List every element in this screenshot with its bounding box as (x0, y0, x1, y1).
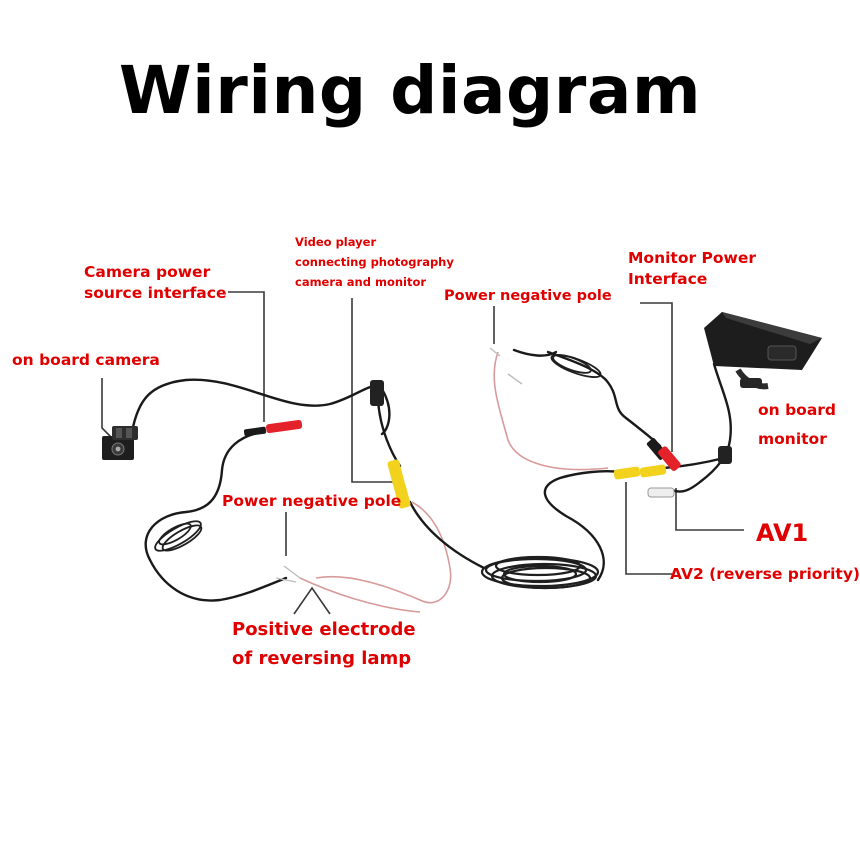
monitor-power-label: Monitor Power Interface (628, 249, 757, 288)
leader-on-board-camera (101, 378, 113, 439)
yellow-rca-connector-left (387, 459, 411, 509)
av2-label: AV2 (reverse priority) (670, 565, 860, 583)
small-coil-left (154, 520, 203, 552)
monitor-power-cable (546, 350, 662, 448)
cable-coil (480, 555, 600, 590)
leader-av2 (625, 482, 672, 575)
red-wires (299, 351, 609, 613)
on-board-monitor-label: on board monitor (758, 401, 837, 448)
monitor-harness-junction (718, 446, 732, 464)
main-cable-to-loop (408, 500, 486, 570)
main-cable-from-loop (543, 470, 622, 582)
monitor-cable (670, 362, 732, 493)
power-negative-pole-bottom-label: Power negative pole (222, 492, 402, 510)
leader-camera-power (228, 291, 265, 422)
positive-electrode-label: Positive electrode of reversing lamp (232, 619, 416, 669)
leader-positive-electrode (293, 586, 331, 615)
video-player-label: Video player connecting photography came… (295, 235, 454, 290)
camera-power-connector (243, 419, 303, 437)
camera-device (102, 426, 138, 460)
av1-label: AV1 (756, 519, 809, 547)
power-branch (144, 430, 288, 602)
leader-lines (101, 291, 744, 615)
white-av2-connector (647, 487, 675, 498)
leader-video-player (351, 298, 394, 483)
reverse-lamp-wire (315, 501, 452, 604)
reverse-lamp-wire-tail (299, 577, 421, 613)
monitor-power-ground (512, 348, 558, 357)
monitor-device (704, 312, 822, 390)
leader-av1 (675, 488, 744, 531)
camera-cable (130, 378, 378, 434)
inline-joint-connector (370, 380, 384, 406)
small-coil-right (550, 354, 602, 378)
leader-monitor-power (640, 302, 673, 452)
monitor-power-connector (646, 438, 681, 471)
power-negative-pole-top-label: Power negative pole (444, 288, 612, 304)
bare-wire-ends (275, 347, 523, 583)
on-board-camera-label: on board camera (12, 351, 160, 369)
camera-power-label: Camera power source interface (84, 263, 227, 302)
yellow-rca-connector-right (613, 464, 667, 480)
page-title: Wiring diagram (118, 52, 702, 129)
monitor-power-red-wire (493, 351, 609, 471)
